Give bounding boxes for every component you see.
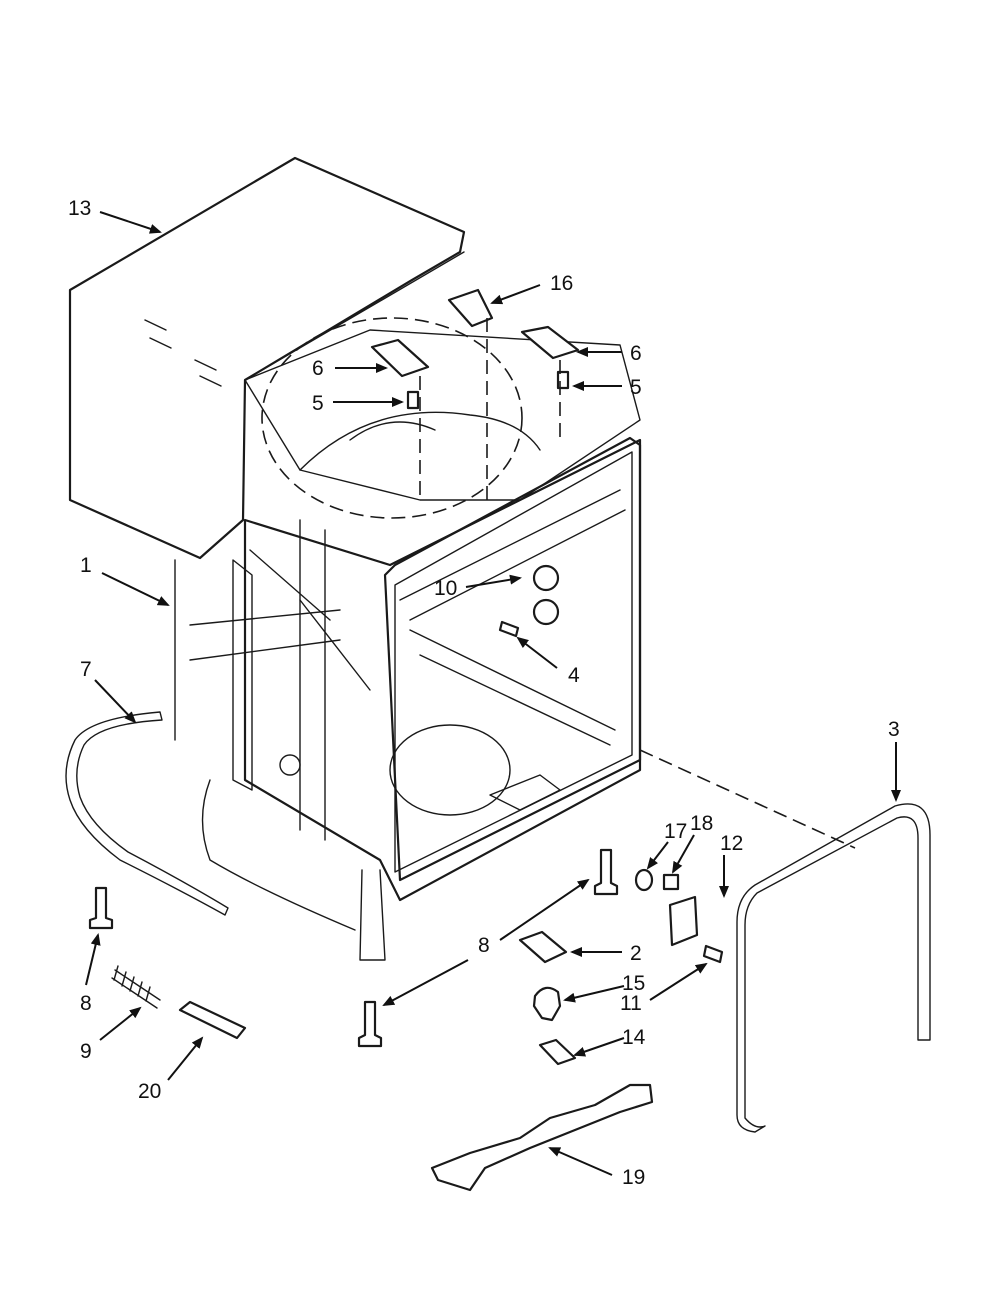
leader-20 [167, 1036, 204, 1081]
callout-16: 16 [550, 272, 573, 295]
part-19-toe-plate [430, 1083, 654, 1192]
callout-18: 18 [690, 812, 713, 835]
callout-8-center: 8 [478, 934, 490, 957]
part-14-clip [538, 1038, 577, 1066]
part-20-cap [178, 1000, 247, 1040]
part-15-knob [532, 986, 562, 1022]
part-17-washer [634, 868, 654, 892]
callout-14: 14 [622, 1026, 646, 1049]
part-5-screw-left [406, 390, 420, 410]
callout-7: 7 [80, 658, 92, 681]
leader-8-center [499, 878, 590, 941]
leader-13 [99, 211, 162, 234]
callout-15: 15 [622, 972, 645, 995]
part-18-nut [662, 873, 680, 891]
callout-11: 11 [620, 992, 642, 1015]
alignment-line-gasket [639, 749, 856, 849]
leader-8-left [85, 933, 101, 986]
leader-10 [465, 574, 522, 588]
callout-4: 4 [568, 664, 580, 687]
callout-13: 13 [68, 197, 91, 220]
part-5-screw-right [556, 370, 570, 390]
part-6-bracket-left [370, 338, 430, 378]
tub-top [244, 317, 641, 519]
tub-assembly [189, 436, 642, 961]
leader-14 [573, 1037, 625, 1057]
part-16-clip [447, 288, 494, 328]
callout-12: 12 [720, 832, 743, 855]
part-10-rollers [532, 564, 560, 626]
leader-7 [94, 679, 137, 724]
callout-20: 20 [138, 1080, 161, 1103]
leader-17 [646, 841, 669, 870]
callout-6-left: 6 [312, 357, 324, 380]
callout-6-right: 6 [630, 342, 642, 365]
part-3-door-gasket [736, 803, 931, 1133]
callout-10: 10 [434, 577, 457, 600]
leader-19 [548, 1147, 613, 1176]
part-12-bracket [668, 895, 699, 947]
part-8-leg-center [357, 1000, 383, 1048]
callout-5-left: 5 [312, 392, 324, 415]
leader-15 [563, 985, 625, 1003]
leader-9 [99, 1006, 142, 1041]
part-6-bracket-right [520, 325, 580, 360]
part-11-screw [702, 944, 724, 964]
callout-5-right: 5 [630, 376, 642, 399]
part-13-insulation-blanket [68, 156, 466, 560]
leader-11 [649, 962, 708, 1001]
callout-1: 1 [80, 554, 92, 577]
part-8-leg-right [593, 848, 619, 896]
callout-3: 3 [888, 718, 900, 741]
part-9-spring [111, 965, 161, 1009]
callout-19: 19 [622, 1166, 645, 1189]
callout-8-left: 8 [80, 992, 92, 1015]
callout-17: 17 [664, 820, 687, 843]
leader-18 [672, 834, 695, 874]
callout-2: 2 [630, 942, 642, 965]
part-2-plate [518, 930, 568, 964]
leader-16 [490, 284, 541, 305]
part-7-gasket [65, 711, 356, 931]
callout-9: 9 [80, 1040, 92, 1063]
leader-4 [516, 636, 558, 669]
leader-1 [101, 572, 170, 606]
part-8-leg-left [88, 886, 114, 930]
part-4-screw [498, 620, 520, 638]
leader-8-lower [382, 959, 469, 1006]
